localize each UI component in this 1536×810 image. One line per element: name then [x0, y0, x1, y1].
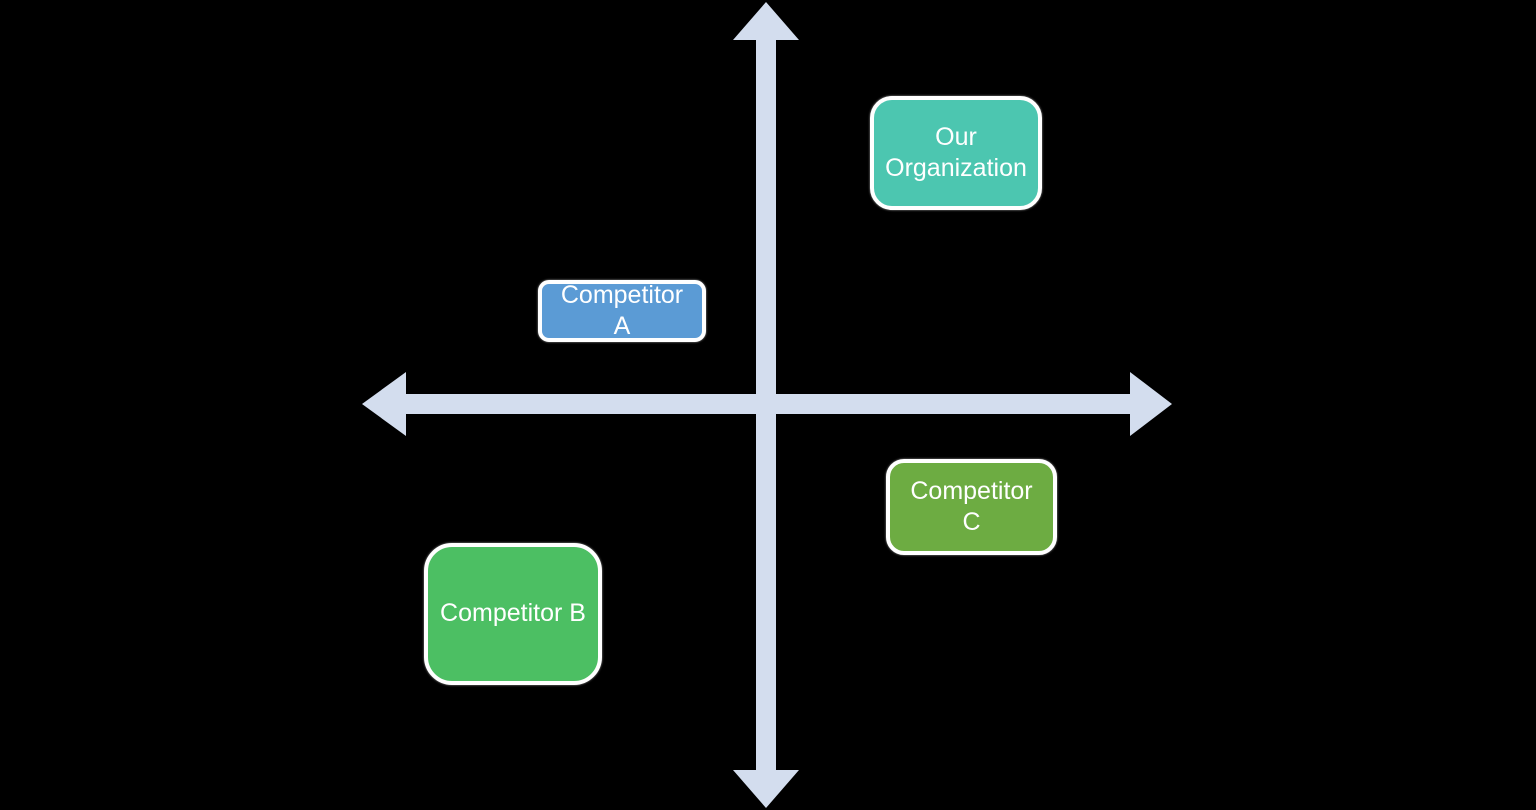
node-our-organization: Our Organization: [870, 96, 1042, 210]
node-competitor-a-label: Competitor A: [560, 280, 684, 340]
node-competitor-c: Competitor C: [886, 459, 1057, 555]
node-competitor-b-label: Competitor B: [440, 599, 586, 628]
node-competitor-c-label: Competitor C: [910, 476, 1033, 536]
node-competitor-b: Competitor B: [424, 543, 602, 685]
node-our-organization-label: Our Organization: [885, 122, 1027, 182]
horizontal-axis-arrow-icon: [362, 372, 1172, 436]
node-competitor-a: Competitor A: [538, 280, 706, 342]
